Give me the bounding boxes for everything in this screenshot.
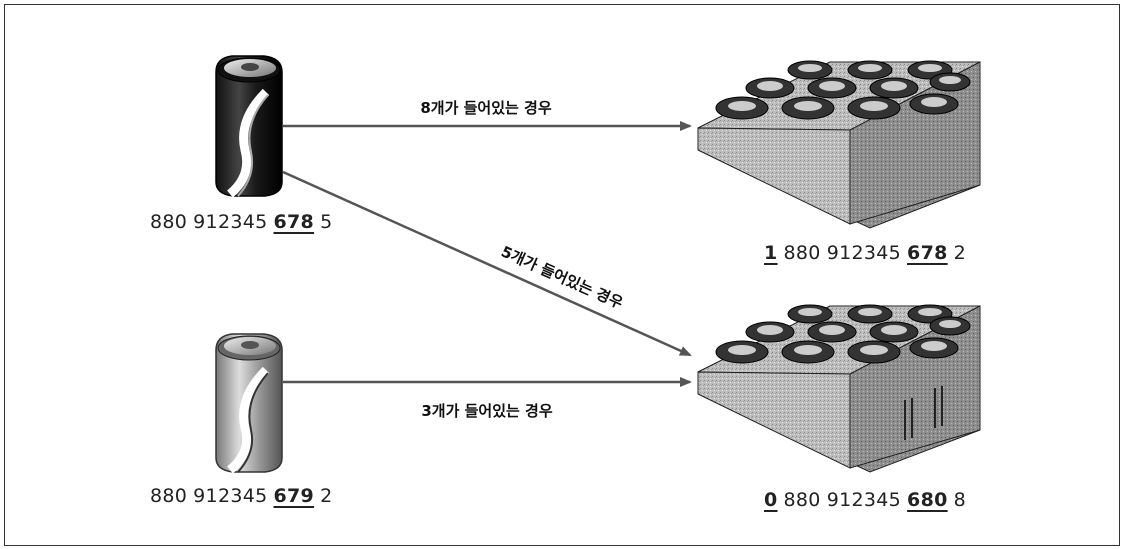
light-can-icon <box>215 333 283 474</box>
case-8-icon <box>697 60 981 229</box>
dark-can-icon <box>215 55 283 198</box>
arrow-label-3: 3개가 들어있는 경우 <box>421 402 552 420</box>
arrow-label-8: 8개가 들어있는 경우 <box>420 99 551 117</box>
arrow-5-pack <box>282 170 692 357</box>
case-5-icon <box>697 304 981 473</box>
